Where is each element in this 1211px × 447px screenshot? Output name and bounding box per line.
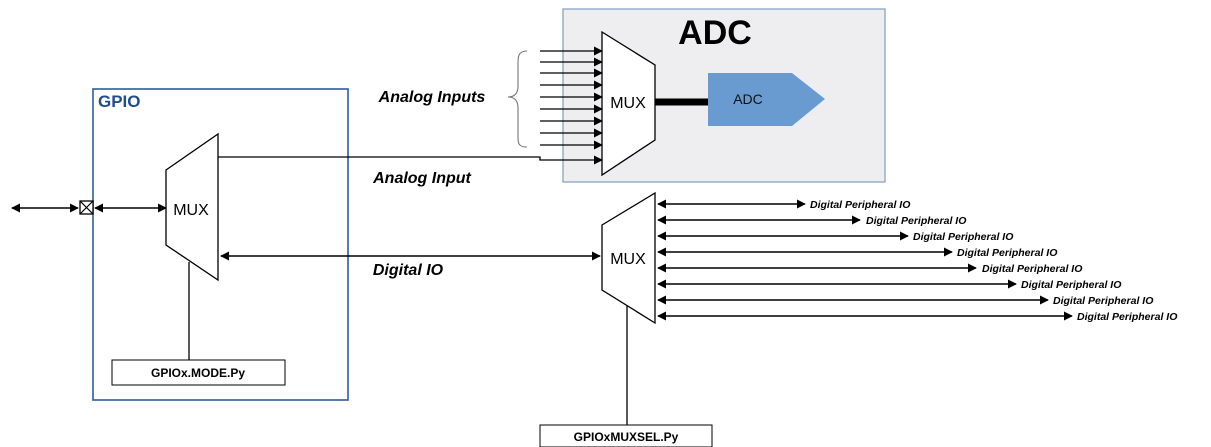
analog-input-arrows (540, 46, 603, 150)
peripheral-io-outputs: Digital Peripheral IO Digital Peripheral… (657, 199, 1177, 323)
peripheral-io-label: Digital Peripheral IO (1021, 279, 1121, 291)
analog-inputs-brace (507, 50, 528, 148)
gpio-panel: GPIO (92, 88, 349, 401)
adc-mux (601, 30, 656, 177)
digital-io-label: Digital IO (373, 262, 444, 279)
analog-input-label: Analog Input (372, 170, 471, 187)
gpio-title: GPIO (98, 92, 141, 111)
adc-converter (708, 73, 825, 126)
gpio-box (92, 88, 349, 401)
peripheral-io-label: Digital Peripheral IO (1053, 295, 1153, 307)
adc-mux-label: MUX (610, 95, 646, 112)
digital-mux (601, 191, 656, 325)
peripheral-io-label: Digital Peripheral IO (982, 263, 1082, 275)
peripheral-io-label: Digital Peripheral IO (957, 247, 1057, 259)
analog-input-path (218, 155, 603, 165)
mux-select-register (539, 424, 713, 447)
adc-title: ADC (678, 14, 752, 52)
gpio-mux (165, 132, 219, 282)
peripheral-io-label: Digital Peripheral IO (810, 199, 910, 211)
peripheral-io-label: Digital Peripheral IO (866, 215, 966, 227)
mux-select-register-label: GPIOxMUXSEL.Py (574, 430, 679, 444)
peripheral-io-label: Digital Peripheral IO (913, 231, 1013, 243)
digital-mux-label: MUX (610, 251, 646, 268)
gpio-mux-label: MUX (173, 202, 209, 219)
gpio-mode-register (111, 359, 286, 386)
adc-converter-label: ADC (733, 91, 763, 107)
analog-inputs-label: Analog Inputs (378, 89, 486, 106)
peripheral-io-label: Digital Peripheral IO (1077, 311, 1177, 323)
pad-icon (79, 200, 94, 215)
gpio-mode-register-label: GPIOx.MODE.Py (151, 366, 245, 380)
